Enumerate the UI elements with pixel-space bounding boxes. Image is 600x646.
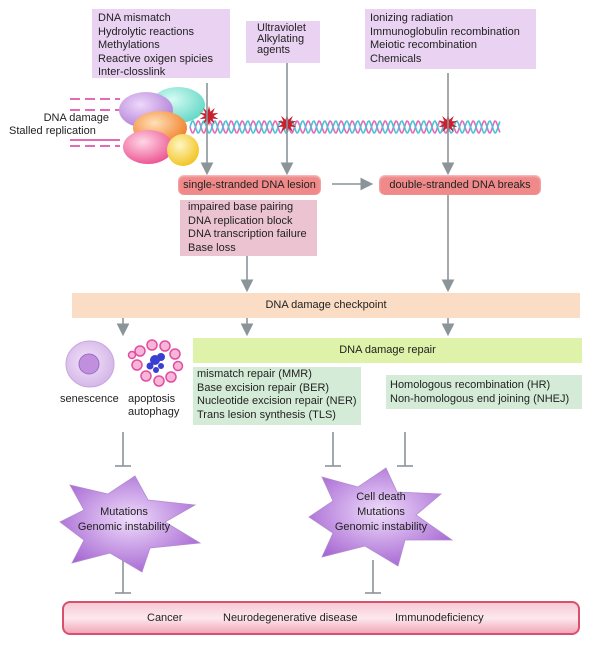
repair-item: Nucleotide excision repair (NER) — [197, 395, 357, 407]
fragmented-nucleus — [146, 362, 154, 370]
star-right-line: Genomic instability — [334, 521, 428, 533]
damage-source-box-uv: Ultraviolet Alkylating agents — [246, 21, 320, 63]
consequence-item: Base loss — [188, 241, 236, 254]
single-strand-lesion-box: single-stranded DNA lesion — [178, 175, 321, 195]
checkpoint-bar: DNA damage checkpoint — [72, 293, 580, 318]
consequence-item: impaired base pairing — [188, 201, 294, 213]
star-right-text: Cell death Mutations Genomic instability — [311, 490, 451, 535]
apoptotic-body — [134, 345, 146, 357]
consequence-item: DNA transcription failure — [188, 228, 307, 240]
senescent-cell-icon — [65, 340, 115, 388]
fragmented-nucleus — [158, 363, 164, 369]
repair-item: Homologous recombination (HR) — [390, 379, 551, 391]
disease-outcome-bar: Cancer Neurodegenerative disease Immunod… — [62, 601, 580, 635]
apoptotic-body — [140, 370, 152, 382]
apoptotic-body — [153, 375, 165, 387]
apoptotic-body — [159, 340, 171, 352]
apoptotic-body — [172, 360, 184, 372]
consequence-item: DNA replication block — [188, 214, 293, 227]
checkpoint-label: DNA damage checkpoint — [265, 299, 387, 311]
disease-neurodegenerative: Neurodegenerative disease — [223, 612, 358, 624]
apoptosis-label: apoptosis — [128, 393, 176, 405]
source-item: Ultraviolet — [257, 22, 306, 34]
autophagy-label: autophagy — [128, 406, 180, 418]
source-item: Alkylating — [257, 33, 305, 45]
lesion-consequences-box: impaired base pairing DNA replication bl… — [180, 200, 317, 256]
apoptotic-body — [165, 371, 177, 383]
repair-item: Trans lesion synthesis (TLS) — [197, 408, 336, 421]
source-item: Chemicals — [370, 52, 422, 65]
replication-complex-icon — [119, 87, 205, 166]
star-left-text: Mutations Genomic instability — [54, 505, 194, 535]
star-left-line: Mutations — [100, 506, 148, 518]
fragmented-nucleus — [157, 353, 165, 361]
mutation-star-right — [308, 467, 454, 567]
dna-damage-label: DNA damage — [29, 112, 109, 125]
senescence-label: senescence — [60, 393, 119, 405]
source-item: Hydrolytic reactions — [98, 25, 194, 38]
single-strand-repair-box: mismatch repair (MMR) Base excision repa… — [193, 367, 361, 425]
star-right-line: Mutations — [357, 506, 405, 518]
mutation-star-left — [59, 475, 202, 573]
double-strand-repair-box: Homologous recombination (HR) Non-homolo… — [386, 375, 582, 409]
label-line: Stalled replication — [9, 125, 96, 137]
apoptotic-body — [169, 348, 181, 360]
fragmented-nucleus — [153, 367, 159, 373]
apoptotic-body — [127, 350, 137, 360]
source-item: Methylations — [98, 39, 160, 51]
disease-cancer: Cancer — [147, 612, 183, 624]
source-item: agents — [257, 44, 291, 56]
source-item: DNA mismatch — [98, 12, 171, 24]
source-item: Reactive oxigen spicies — [98, 52, 213, 65]
stalled-replication-label: Stalled replication — [9, 125, 96, 138]
label-line: DNA damage — [43, 112, 109, 124]
apoptotic-body — [146, 339, 158, 351]
source-item: Immunoglobulin recombination — [370, 25, 520, 38]
repair-title: DNA damage repair — [339, 344, 436, 356]
double-strand-break-label: double-stranded DNA breaks — [389, 179, 531, 191]
repair-bar: DNA damage repair — [193, 338, 582, 363]
apoptotic-body — [131, 359, 143, 371]
stalled-strands — [70, 98, 120, 147]
disease-immunodeficiency: Immunodeficiency — [395, 612, 484, 624]
apoptosis-cell-icon — [127, 339, 184, 387]
single-strand-lesion-label: single-stranded DNA lesion — [183, 179, 316, 191]
repair-item: mismatch repair (MMR) — [197, 368, 312, 380]
double-strand-break-box: double-stranded DNA breaks — [379, 175, 541, 195]
damage-source-box-endogenous: DNA mismatch Hydrolytic reactions Methyl… — [92, 9, 230, 78]
source-item: Meiotic recombination — [370, 39, 477, 51]
source-item: Inter-closslink — [98, 66, 166, 78]
star-left-line: Genomic instability — [77, 521, 171, 533]
repair-item: Non-homologous end joining (NHEJ) — [390, 393, 570, 405]
flow-arrows — [116, 63, 455, 337]
damage-source-box-exogenous: Ionizing radiation Immunoglobulin recomb… — [365, 9, 536, 69]
source-item: Ionizing radiation — [370, 12, 454, 24]
inhibition-lines — [115, 432, 413, 594]
damage-burst-icon — [199, 106, 219, 126]
star-right-line: Cell death — [356, 491, 406, 503]
repair-item: Base excision repair (BER) — [197, 381, 330, 394]
